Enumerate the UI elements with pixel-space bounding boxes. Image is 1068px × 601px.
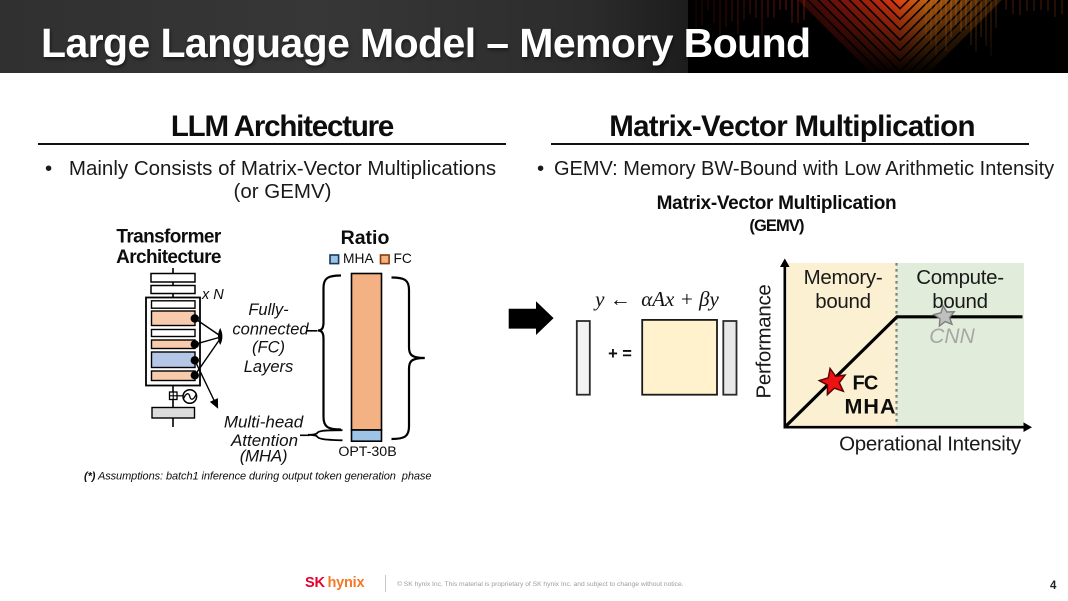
svg-text:MHA: MHA [343,251,374,266]
svg-text:FC: FC [852,373,877,395]
svg-text:y ← αAx + βy: y ← αAx + βy [593,287,719,311]
svg-text:Operational Intensity: Operational Intensity [839,433,1022,456]
svg-text:(*) Assumptions: batch1 infere: (*) Assumptions: batch1 inference during… [84,471,431,483]
svg-text:Architecture: Architecture [116,247,221,268]
svg-text:Performance: Performance [753,284,776,398]
svg-text:Compute-: Compute- [916,266,1004,289]
svg-text:bound: bound [815,290,871,313]
svg-text:Attention: Attention [230,431,298,450]
svg-text:OPT-30B: OPT-30B [338,444,396,460]
svg-text:(FC): (FC) [252,339,285,357]
svg-text:MHA: MHA [845,395,897,419]
svg-text:Layers: Layers [244,358,294,376]
svg-text:connected: connected [232,320,309,338]
svg-text:FC: FC [394,251,412,266]
svg-text:CNN: CNN [929,325,975,348]
svg-text:Memory-: Memory- [804,266,883,289]
svg-text:(MHA): (MHA) [240,447,288,466]
svg-text:+ =: + = [608,345,632,363]
svg-text:Ratio: Ratio [341,227,390,249]
svg-text:Transformer: Transformer [116,227,221,248]
svg-text:bound: bound [932,290,988,313]
svg-text:x N: x N [201,287,224,303]
svg-text:Multi-head: Multi-head [224,413,304,432]
svg-text:Fully-: Fully- [248,301,289,319]
